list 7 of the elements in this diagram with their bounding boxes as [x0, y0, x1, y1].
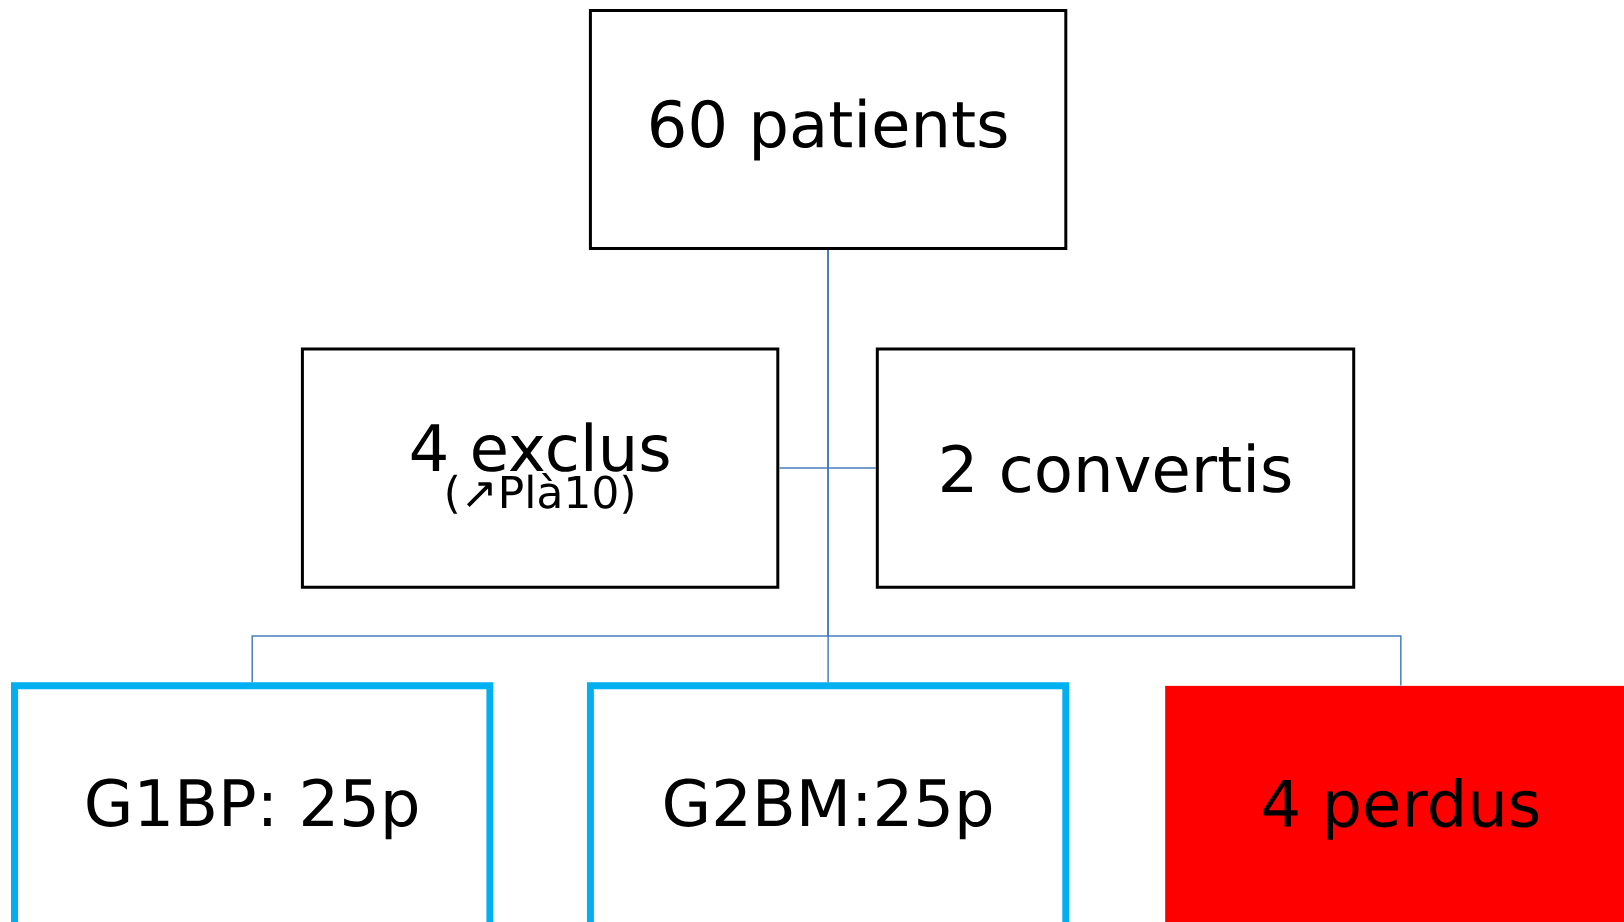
- lost-box: 4 perdus: [1165, 685, 1624, 922]
- group-box: G2BM:25p: [586, 682, 1070, 922]
- connector-line: [827, 249, 1402, 687]
- process-box: 4 exclus (↗Plà10): [300, 347, 780, 589]
- process-box: 2 convertis: [875, 347, 1356, 589]
- process-box: 60 patients: [588, 8, 1068, 251]
- group-box: G1BP: 25p: [11, 682, 494, 922]
